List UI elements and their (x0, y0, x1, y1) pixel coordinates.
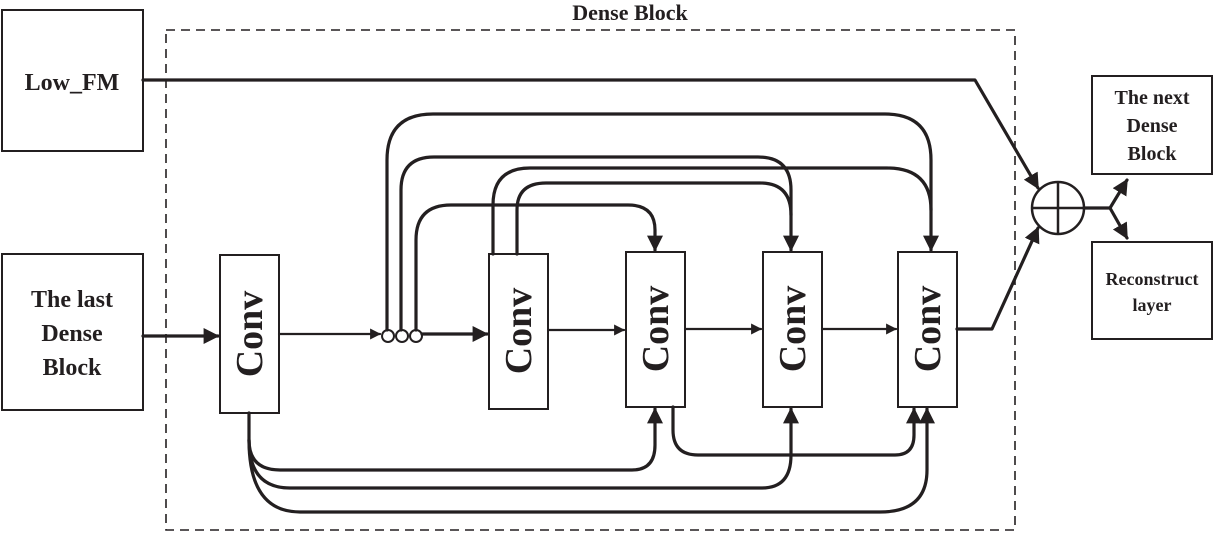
concat-circle-2 (395, 329, 409, 343)
low-fm-node: Low_FM (1, 9, 144, 152)
edge-conv2-to-conv4-top (515, 181, 793, 256)
edge-sum-to-next-block (1108, 178, 1129, 210)
edge-conv3-to-conv5-bottom (671, 405, 922, 457)
conv-node-5: Conv (897, 251, 958, 408)
edge-conv1-to-conv5-bottom (247, 407, 935, 514)
concat-nodes (381, 329, 423, 343)
conv-node-3: Conv (625, 251, 686, 408)
conv-label-3: Conv (635, 286, 677, 373)
conv-label-5: Conv (907, 286, 949, 373)
conv-node-1: Conv (219, 254, 280, 414)
low-fm-label: Low_FM (25, 70, 120, 96)
conv-label-2: Conv (498, 288, 540, 375)
next-block-line-2: Dense (1126, 115, 1177, 137)
dense-block-title: Dense Block (572, 0, 688, 25)
next-block-line-3: Block (1128, 143, 1178, 165)
edge-concat-to-conv4-top (399, 155, 799, 332)
edge-conv2-to-conv5-top (491, 166, 933, 256)
reconstruct-layer-node: Reconstruct layer (1091, 241, 1213, 340)
next-block-line-1: The next (1115, 87, 1190, 109)
edge-sum-to-reconstruct (1108, 206, 1129, 240)
edge-concat-to-conv5-top (385, 112, 939, 332)
sum-node (1030, 180, 1086, 236)
conv-node-4: Conv (762, 251, 823, 408)
last-block-line-1: The last (31, 287, 113, 313)
conv-label-1: Conv (229, 291, 271, 378)
concat-circle-3 (409, 329, 423, 343)
reconstruct-line-2: layer (1133, 295, 1172, 315)
reconstruct-line-1: Reconstruct (1106, 269, 1199, 289)
concat-circle-1 (381, 329, 395, 343)
last-block-line-2: Dense (41, 321, 103, 347)
edge-lowfm-to-sum (141, 78, 1040, 190)
edge-conv5-to-sum (955, 226, 1040, 331)
edge-conv1-to-conv3-bottom (247, 407, 663, 472)
edge-conv1-to-conv4-bottom (247, 407, 799, 490)
next-dense-block-node: The next Dense Block (1091, 75, 1213, 175)
last-block-line-3: Block (43, 355, 102, 381)
conv-node-2: Conv (488, 253, 549, 410)
edge-concat-to-conv3-top (414, 203, 663, 332)
last-dense-block-node: The last Dense Block (1, 253, 144, 411)
conv-label-4: Conv (772, 286, 814, 373)
